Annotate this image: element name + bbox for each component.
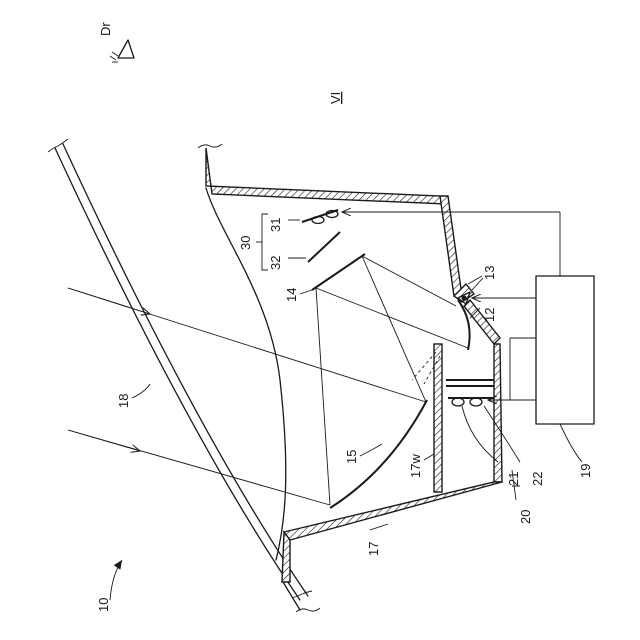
label-21: 21 bbox=[506, 472, 521, 486]
label-20: 20 bbox=[518, 510, 533, 524]
label-13: 13 bbox=[482, 266, 497, 280]
label-10: 10 bbox=[96, 598, 111, 612]
label-18: 18 bbox=[116, 394, 131, 408]
mirror-14 bbox=[312, 254, 365, 290]
label-30: 30 bbox=[238, 236, 253, 250]
label-32: 32 bbox=[268, 256, 283, 270]
label-17w: 17w bbox=[408, 454, 423, 478]
display-unit-20 bbox=[446, 380, 520, 462]
leader-lines bbox=[110, 278, 520, 600]
label-17: 17 bbox=[366, 542, 381, 556]
partition-wall-17w bbox=[434, 344, 442, 492]
label-15: 15 bbox=[344, 450, 359, 464]
label-19: 19 bbox=[578, 464, 593, 478]
label-dr: Dr bbox=[98, 22, 113, 36]
eye-direction-icon bbox=[110, 40, 134, 62]
windshield-18 bbox=[48, 139, 312, 600]
label-view-vi: VI bbox=[328, 92, 343, 104]
label-12: 12 bbox=[482, 308, 497, 322]
label-14: 14 bbox=[284, 288, 299, 302]
label-22: 22 bbox=[530, 472, 545, 486]
label-31: 31 bbox=[268, 218, 283, 232]
